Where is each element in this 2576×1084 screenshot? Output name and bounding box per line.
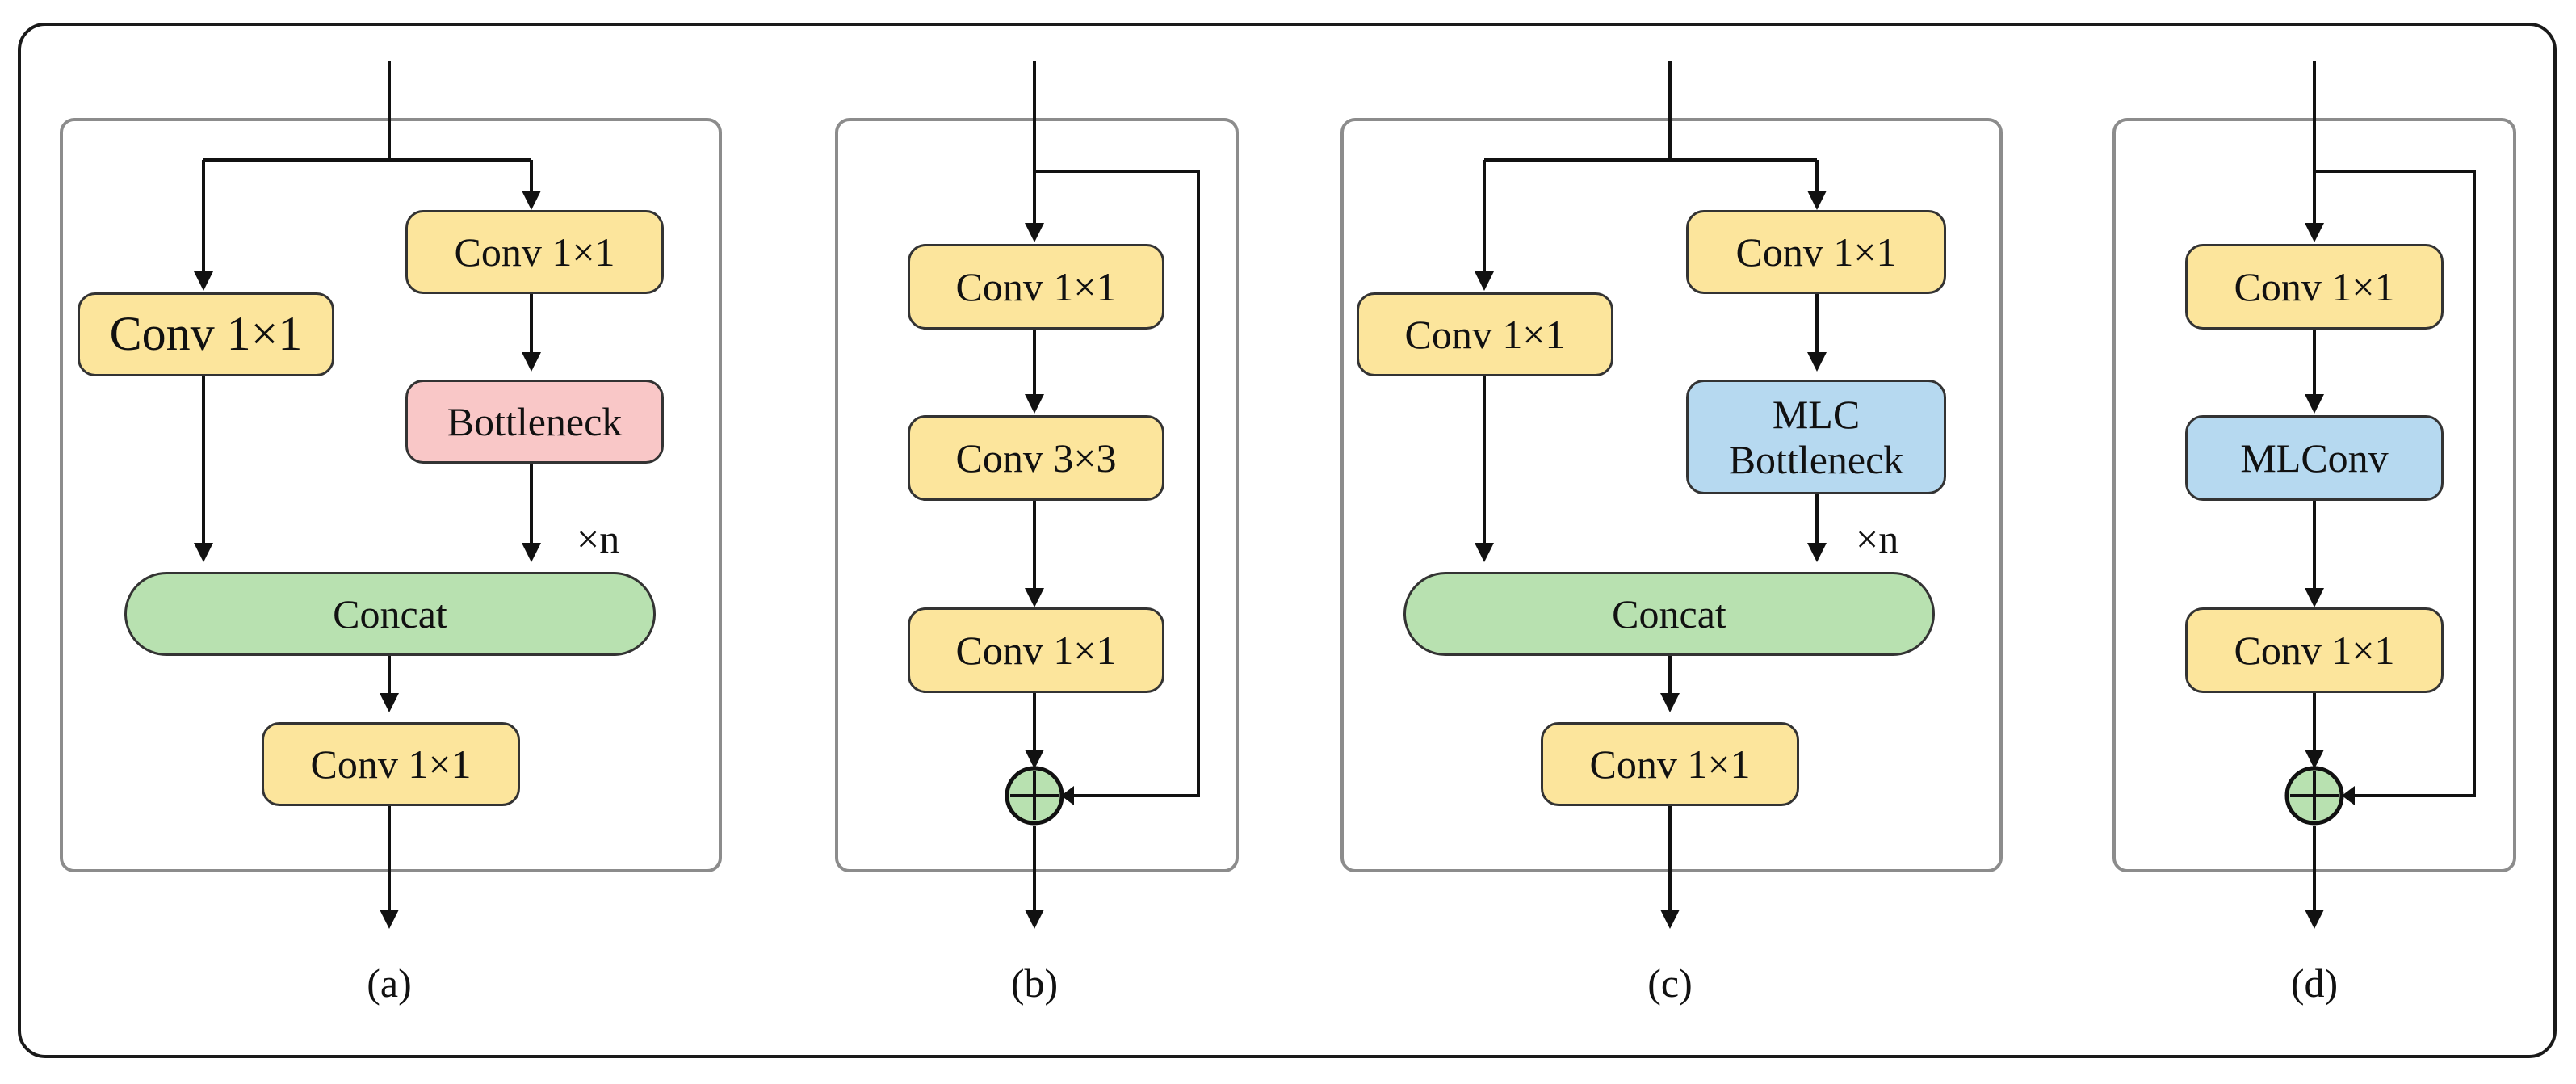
a-concat-block: Concat [124,572,656,656]
d-conv2-block: Conv 1×1 [2185,607,2444,693]
b-add-circle-plus-icon [1005,766,1064,826]
c-conv-top-block: Conv 1×1 [1686,210,1946,294]
c-conv-left-block: Conv 1×1 [1357,292,1613,376]
a-conv-out-block: Conv 1×1 [262,722,520,806]
c-repeat-label: ×n [1856,516,1899,561]
a-conv-top-block: Conv 1×1 [405,210,664,294]
a-bottleneck-block: Bottleneck [405,380,664,464]
d-mlconv-block: MLConv [2185,415,2444,501]
d-conv1-block: Conv 1×1 [2185,244,2444,330]
c-caption: (c) [1647,960,1693,1006]
panel-b [835,118,1239,872]
b-conv2-block: Conv 3×3 [908,415,1164,501]
d-caption: (d) [2290,960,2339,1006]
d-add-circle-plus-icon [2284,766,2344,826]
a-repeat-label: ×n [577,516,620,561]
figure-frame [18,23,2557,1058]
b-conv1-block: Conv 1×1 [908,244,1164,330]
c-conv-out-block: Conv 1×1 [1541,722,1799,806]
c-mlc-bottleneck-block: MLC Bottleneck [1686,380,1946,494]
c-concat-block: Concat [1403,572,1935,656]
a-conv-left-block: Conv 1×1 [78,292,334,376]
b-caption: (b) [1010,960,1059,1006]
b-conv3-block: Conv 1×1 [908,607,1164,693]
a-caption: (a) [367,960,412,1006]
